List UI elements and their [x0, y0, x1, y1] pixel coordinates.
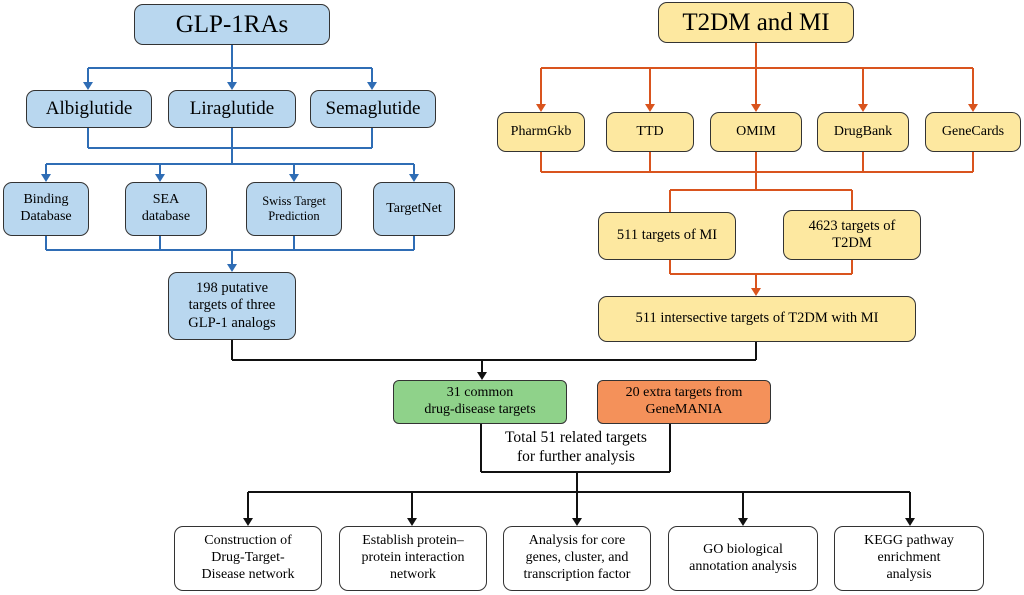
- right-connectors: [540, 43, 974, 294]
- mi-targets-box: 511 targets of MI: [598, 212, 736, 260]
- analysis-kegg-enrichment: KEGG pathway enrichment analysis: [834, 526, 984, 591]
- drugbank-box: DrugBank: [817, 112, 909, 152]
- right-arrowheads: [536, 104, 978, 296]
- analysis-core-genes-cluster: Analysis for core genes, cluster, and tr…: [503, 526, 651, 591]
- total-targets-label: Total 51 related targets for further ana…: [505, 429, 647, 465]
- analysis-protein-interaction-network: Establish protein– protein interaction n…: [339, 526, 487, 591]
- pharmgkb-box: PharmGkb: [497, 112, 585, 152]
- swiss-target-prediction-box: Swiss Target Prediction: [246, 182, 342, 236]
- albiglutide-box: Albiglutide: [26, 90, 152, 128]
- t2dm-targets-box: 4623 targets of T2DM: [783, 210, 921, 260]
- liraglutide-box: Liraglutide: [168, 90, 296, 128]
- glp1ras-title-box: GLP-1RAs: [134, 4, 330, 45]
- omim-box: OMIM: [710, 112, 802, 152]
- center-connectors: [231, 340, 911, 524]
- putative-targets-box: 198 putative targets of three GLP-1 anal…: [168, 272, 296, 340]
- semaglutide-box: Semaglutide: [310, 90, 436, 128]
- genecards-box: GeneCards: [925, 112, 1021, 152]
- sea-database-box: SEA database: [125, 182, 207, 236]
- left-arrowheads: [41, 82, 419, 272]
- targetnet-box: TargetNet: [373, 182, 455, 236]
- left-connectors: [45, 45, 415, 270]
- extra-targets-box: 20 extra targets from GeneMANIA: [597, 380, 771, 424]
- analysis-drug-target-disease-network: Construction of Drug-Target- Disease net…: [174, 526, 322, 591]
- intersective-targets-box: 511 intersective targets of T2DM with MI: [598, 296, 916, 342]
- analysis-go-annotation: GO biological annotation analysis: [668, 526, 818, 591]
- binding-database-box: Binding Database: [3, 182, 89, 236]
- common-targets-box: 31 common drug-disease targets: [393, 380, 567, 424]
- center-arrowheads: [243, 372, 915, 526]
- t2dm-mi-title-box: T2DM and MI: [658, 2, 854, 43]
- ttd-box: TTD: [606, 112, 694, 152]
